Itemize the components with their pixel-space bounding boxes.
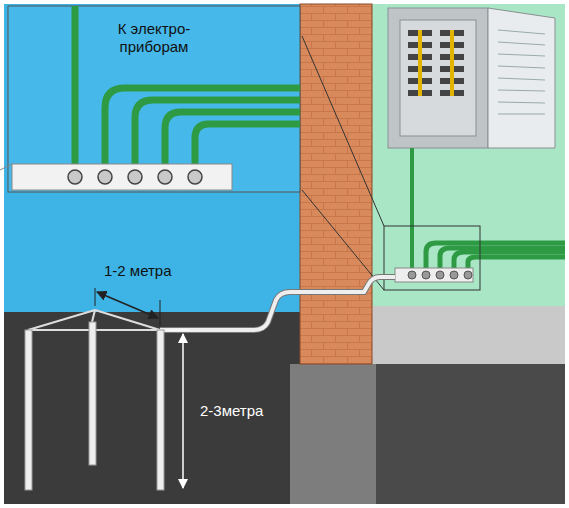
dimension-label: 1-2 метра: [104, 262, 194, 280]
dimension-label: 2-3метра: [200, 402, 290, 420]
wire-destination-label: К электро- приборам: [108, 20, 200, 56]
